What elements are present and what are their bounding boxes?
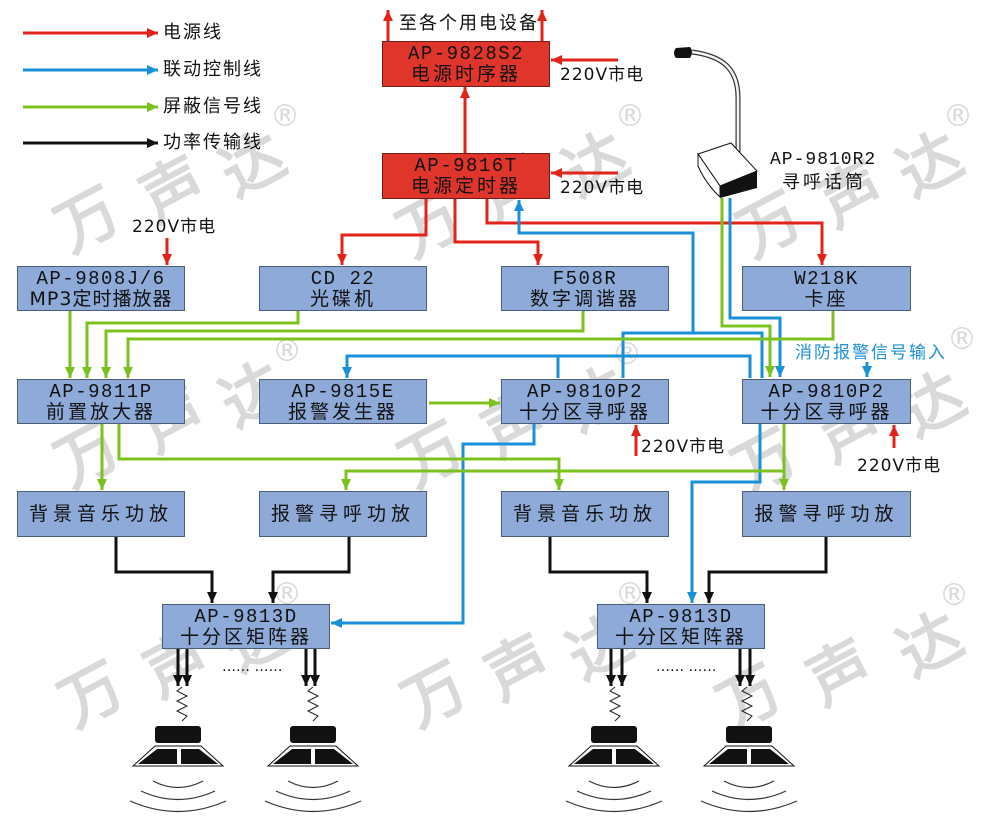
device-matrix-right[interactable]: AP-9813D 十分区矩阵器 <box>597 604 765 649</box>
alarm-left-to-matrix-line <box>268 537 351 603</box>
legend-item-speaker: 功率传输线 <box>20 132 320 154</box>
device-name: 电源时序器 <box>410 63 521 85</box>
device-bgm-amplifier-left[interactable]: 背景音乐功放 <box>17 491 185 537</box>
pager-to-alarm-generator-line <box>342 354 752 378</box>
device-name: 十分区寻呼器 <box>760 401 893 423</box>
bgm-right-to-matrix-line <box>548 537 652 603</box>
device-alarm-generator[interactable]: AP-9815E 报警发生器 <box>259 379 427 424</box>
device-model: AP-9810P2 <box>526 381 644 403</box>
legend-label: 联动控制线 <box>163 59 263 80</box>
mains-label: 220V市电 <box>857 456 942 476</box>
speaker-icon <box>264 686 362 813</box>
mains-label: 220V市电 <box>560 65 645 85</box>
device-name: 前置放大器 <box>45 401 156 423</box>
device-name: 背景音乐功放 <box>512 502 657 525</box>
mic-control-line <box>728 198 785 377</box>
device-alarm-amplifier-right[interactable]: 报警寻呼功放 <box>742 491 911 537</box>
speaker-icon <box>700 686 798 813</box>
legend-item-signal: 屏蔽信号线 <box>20 96 320 118</box>
device-model: AP-9811P <box>49 381 153 403</box>
device-name: 电源定时器 <box>410 175 521 197</box>
device-name: 报警发生器 <box>287 401 398 423</box>
device-preamplifier[interactable]: AP-9811P 前置放大器 <box>17 379 185 424</box>
legend-item-power: 电源线 <box>20 22 320 44</box>
pager-left-to-matrix-left-line <box>331 424 536 628</box>
paging-microphone-icon <box>674 47 758 199</box>
speaker-icon <box>129 686 227 813</box>
alarm-right-to-matrix-line <box>704 537 828 603</box>
device-cd-player[interactable]: CD 22 光碟机 <box>259 266 427 311</box>
device-name: 数字调谐器 <box>529 288 640 310</box>
fire-alarm-input-label: 消防报警信号输入 <box>795 343 947 363</box>
pager-left-to-timer-control-line <box>621 331 693 378</box>
bgm-left-to-matrix-line <box>114 537 217 603</box>
legend-label: 屏蔽信号线 <box>163 96 263 117</box>
device-model: CD 22 <box>310 268 376 290</box>
timer-to-cd-line <box>337 199 428 265</box>
device-name: 背景音乐功放 <box>28 502 173 525</box>
cassette-to-preamp-line <box>123 311 835 378</box>
cd-to-preamp-line <box>82 311 300 378</box>
device-name: 报警寻呼功放 <box>270 502 415 525</box>
legend-item-control: 联动控制线 <box>20 59 320 81</box>
pager-right-to-matrix-right-line <box>687 424 762 603</box>
to-all-devices-label: 至各个用电设备 <box>399 13 539 34</box>
device-name: 报警寻呼功放 <box>754 502 899 525</box>
more-zones-ellipsis: …… …… <box>222 659 283 675</box>
device-name: 十分区矩阵器 <box>614 626 747 648</box>
device-name: MP3定时播放器 <box>29 288 173 310</box>
device-model: AP-9808J/6 <box>36 268 166 290</box>
device-model: AP-9815E <box>291 381 395 403</box>
microphone-model: AP-9810R2 <box>770 150 877 170</box>
device-pager-right[interactable]: AP-9810P2 十分区寻呼器 <box>742 379 911 424</box>
timer-to-cassette-line <box>485 199 827 265</box>
mains-label: 220V市电 <box>132 217 217 237</box>
device-alarm-amplifier-left[interactable]: 报警寻呼功放 <box>259 491 427 537</box>
device-name: 十分区寻呼器 <box>518 401 651 423</box>
legend-label: 电源线 <box>163 22 223 43</box>
mains-label: 220V市电 <box>560 178 645 198</box>
speaker-icon <box>565 686 663 813</box>
mic-signal-line <box>720 198 775 377</box>
tuner-to-preamp-line <box>101 311 585 378</box>
device-cassette-deck[interactable]: W218K 卡座 <box>742 266 911 311</box>
device-model: AP-9813D <box>629 606 733 628</box>
device-model: F508R <box>552 268 618 290</box>
timer-to-tuner-line <box>453 199 543 265</box>
device-model: AP-9813D <box>194 606 298 628</box>
device-bgm-amplifier-right[interactable]: 背景音乐功放 <box>501 491 669 537</box>
device-name: 十分区矩阵器 <box>179 626 312 648</box>
device-model: AP-9810P2 <box>768 381 885 403</box>
device-power-timer[interactable]: AP-9816T 电源定时器 <box>382 153 550 199</box>
legend-label: 功率传输线 <box>163 132 263 153</box>
device-name: 光碟机 <box>309 288 376 310</box>
device-name: 卡座 <box>804 288 849 310</box>
device-model: AP-9816T <box>414 155 518 177</box>
device-tuner[interactable]: F508R 数字调谐器 <box>501 266 669 311</box>
pager-to-alarm-amp-left-line <box>341 469 784 490</box>
device-model: AP-9828S2 <box>407 43 525 65</box>
device-mp3-player[interactable]: AP-9808J/6 MP3定时播放器 <box>17 266 185 311</box>
device-pager-left[interactable]: AP-9810P2 十分区寻呼器 <box>501 379 669 424</box>
device-model: W218K <box>794 268 859 290</box>
more-zones-ellipsis: …… …… <box>656 659 717 675</box>
device-power-sequencer[interactable]: AP-9828S2 电源时序器 <box>382 41 550 87</box>
microphone-name: 寻呼话筒 <box>782 172 866 193</box>
mains-label: 220V市电 <box>641 437 726 457</box>
device-matrix-left[interactable]: AP-9813D 十分区矩阵器 <box>162 604 330 649</box>
preamp-to-bgm-right-line <box>117 424 564 490</box>
